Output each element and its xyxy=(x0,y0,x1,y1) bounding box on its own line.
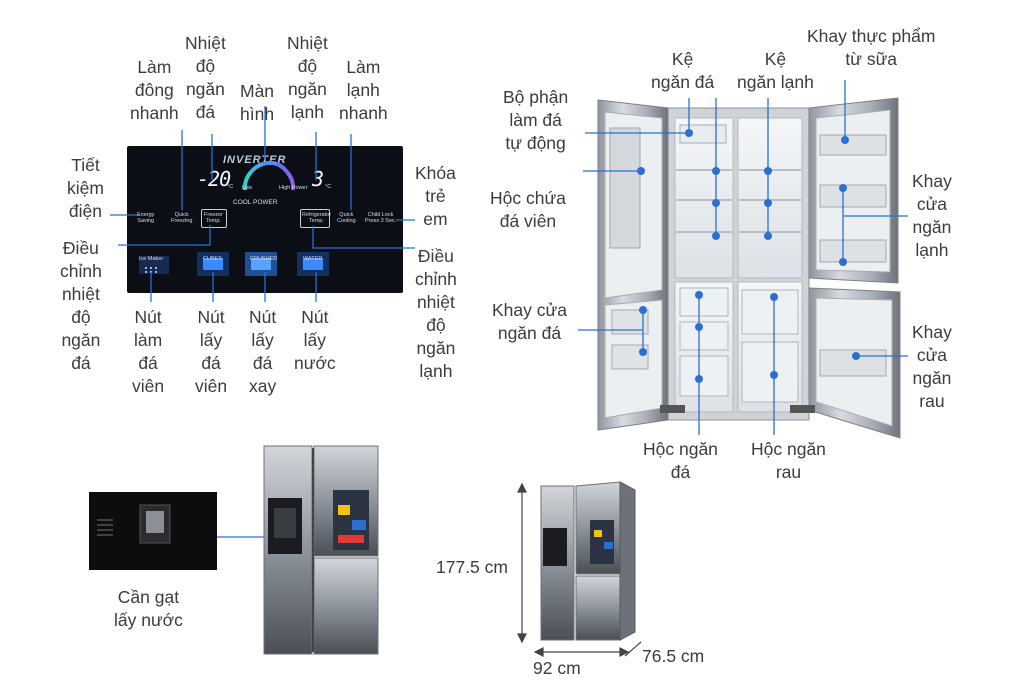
dimension-width: 92 cm xyxy=(533,658,581,678)
fridge-temp-readout: 3 xyxy=(312,167,324,191)
label-cubes-button: Nút lấy đá viên xyxy=(195,307,228,396)
energy-saving-button[interactable]: Energy Saving xyxy=(137,212,155,224)
freezer-temp-button-frame xyxy=(201,209,227,228)
open-fridge-illustration xyxy=(597,97,901,439)
water-button[interactable]: WATER xyxy=(303,256,323,262)
label-adjust-fridge: Điều chỉnh nhiệt độ ngăn lạnh xyxy=(415,246,457,381)
label-freezer-shelf: Kệ ngăn đá xyxy=(651,49,715,92)
fridge-temp-button-frame xyxy=(300,209,330,228)
label-fridge-shelf: Kệ ngăn lạnh xyxy=(737,49,814,92)
crushed-button[interactable]: CRUSHED xyxy=(250,256,278,262)
quick-cooling-button[interactable]: Quick Cooling xyxy=(337,212,356,224)
child-lock-button[interactable]: Child Lock Press 3 Sec. xyxy=(365,212,397,224)
label-child-lock: Khóa trẻ em xyxy=(415,163,456,229)
label-fridge-temp: Nhiệt độ ngăn lạnh xyxy=(287,33,328,122)
label-freezer-drawer: Hộc ngăn đá xyxy=(643,439,718,482)
label-veg-drawer: Hộc ngăn rau xyxy=(751,439,826,482)
label-water-button: Nút lấy nước xyxy=(294,307,336,373)
cubes-button[interactable]: CUBES xyxy=(203,256,222,262)
label-fridge-door-tray: Khay cửa ngăn lạnh xyxy=(912,171,952,260)
label-quick-cool: Làm lạnh nhanh xyxy=(339,57,388,123)
closed-fridge-right xyxy=(540,481,636,641)
label-ice-box: Hộc chứa đá viên xyxy=(490,188,566,231)
dimension-height: 177.5 cm xyxy=(436,557,508,577)
freezer-temp-button[interactable]: Freezer Temp. xyxy=(204,212,223,224)
ice-maker-button[interactable]: Ice Maker xyxy=(139,256,164,262)
low-power-text: Low xyxy=(242,185,253,191)
freezer-temp-readout: -20 xyxy=(197,167,231,191)
label-veg-door-tray: Khay cửa ngăn rau xyxy=(912,322,952,411)
closed-fridge-left xyxy=(263,445,379,655)
label-ice-button: Nút làm đá viên xyxy=(132,307,165,396)
freezer-unit: °C xyxy=(227,184,234,190)
label-quick-freeze: Làm đông nhanh xyxy=(130,57,179,123)
control-panel: INVERTER -20 °C 3 °C Low High Power COOL… xyxy=(127,146,403,293)
label-adjust-freezer: Điều chỉnh nhiệt độ ngăn đá xyxy=(60,238,102,373)
label-water-lever: Cần gạt lấy nước xyxy=(114,587,183,630)
label-freezer-door-tray: Khay cửa ngăn đá xyxy=(492,300,567,343)
quick-freezing-button[interactable]: Quick Freezing xyxy=(171,212,193,224)
high-power-text: High Power xyxy=(279,185,308,191)
label-auto-ice: Bộ phận làm đá tự động xyxy=(503,87,569,153)
dimension-depth: 76.5 cm xyxy=(642,646,705,666)
fridge-unit: °C xyxy=(325,184,332,190)
label-display: Màn hình xyxy=(240,81,275,124)
power-gauge-icon xyxy=(139,160,329,276)
label-freezer-temp: Nhiệt độ ngăn đá xyxy=(185,33,226,122)
fridge-temp-button[interactable]: Refrigerator Temp. xyxy=(302,212,332,224)
dispenser-closeup xyxy=(89,492,217,570)
label-energy-saving: Tiết kiệm điện xyxy=(67,155,104,221)
label-dairy-tray: Khay thực phẩm từ sữa xyxy=(807,26,936,69)
label-crushed-button: Nút lấy đá xay xyxy=(249,307,277,396)
cool-power-text: COOL POWER xyxy=(233,199,278,206)
